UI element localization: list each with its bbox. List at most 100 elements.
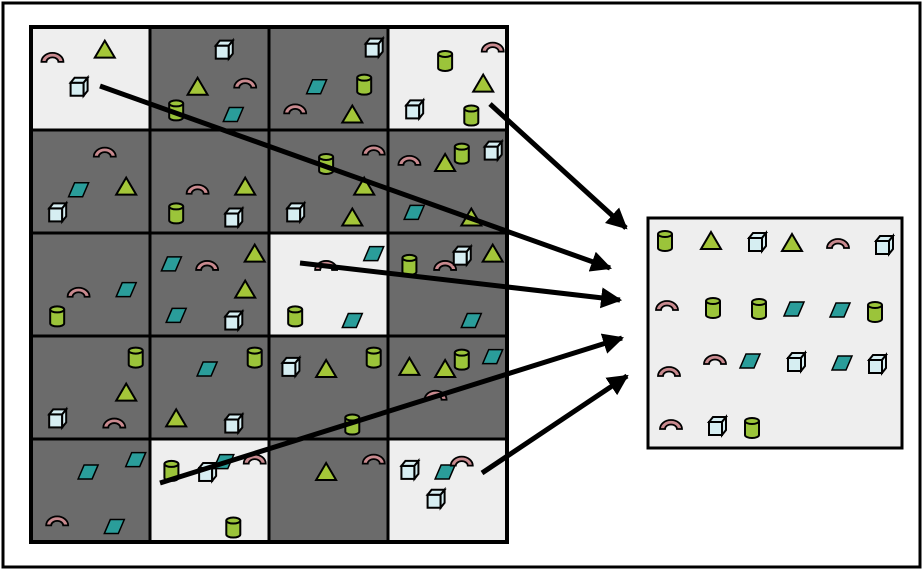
sample-box-background (646, 216, 904, 450)
cell-0-0 (29, 25, 152, 132)
cube-icon (47, 406, 69, 431)
cell-background (386, 437, 509, 544)
cube-icon (363, 35, 385, 60)
parallelogram-icon (738, 353, 762, 369)
cylinder-icon (453, 348, 470, 371)
cube-icon (223, 205, 245, 230)
cylinder-icon (168, 202, 185, 225)
parallelogram-icon (124, 451, 147, 468)
cube-icon (47, 200, 69, 225)
arch-icon (40, 52, 65, 63)
arch-icon (397, 155, 422, 166)
cylinder-icon (401, 253, 418, 276)
cell-1-3 (386, 128, 509, 235)
arrow-cell-2-2 (299, 260, 623, 309)
parallelogram-icon (76, 464, 100, 480)
triangle-icon (699, 230, 723, 250)
cell-1-1 (148, 128, 271, 235)
triangle-icon (314, 357, 338, 378)
cell-0-2 (267, 25, 390, 132)
cube-icon (785, 350, 808, 374)
triangle-icon (433, 357, 457, 378)
parallelogram-icon (305, 78, 328, 95)
cube-icon (404, 97, 426, 122)
arrow-cell-4-1 (159, 333, 625, 486)
arch-icon (283, 103, 308, 115)
triangle-icon (233, 175, 257, 196)
parallelogram-icon (362, 245, 385, 262)
cell-2-1 (148, 231, 271, 338)
parallelogram-icon (103, 518, 126, 535)
cell-2-2 (267, 231, 390, 338)
cube-icon (706, 414, 729, 438)
cylinder-icon (744, 417, 760, 439)
arch-icon (233, 77, 258, 89)
cube-icon (451, 243, 473, 268)
parallelogram-icon (460, 312, 483, 329)
cell-0-1 (148, 25, 271, 132)
triangle-icon (340, 103, 365, 124)
triangle-icon (433, 151, 457, 172)
parallelogram-icon (67, 181, 90, 198)
cell-background (29, 25, 152, 132)
triangle-icon (340, 206, 365, 227)
cell-0-3 (386, 25, 509, 132)
cube-icon (285, 200, 307, 225)
arch-icon (655, 300, 679, 311)
sample-box (646, 216, 904, 450)
parallelogram-icon (222, 106, 245, 123)
cube-icon (746, 230, 769, 254)
cylinder-icon (867, 301, 883, 323)
arrow-cell-4-3 (480, 373, 629, 476)
cell-4-2 (267, 437, 390, 544)
arch-icon (361, 144, 386, 156)
triangle-icon (471, 72, 495, 93)
cylinder-icon (246, 346, 263, 369)
cylinder-icon (437, 49, 454, 72)
cylinder-icon (365, 346, 382, 369)
cell-4-3 (386, 437, 509, 544)
cylinder-icon (49, 305, 66, 328)
cube-icon (866, 352, 889, 376)
triangle-icon (233, 278, 257, 299)
cell-3-0 (29, 334, 152, 441)
arch-icon (703, 354, 727, 365)
cube-icon (873, 233, 896, 257)
cell-3-3 (386, 334, 509, 441)
cell-1-0 (29, 128, 152, 235)
arch-icon (102, 417, 127, 429)
cylinder-icon (225, 516, 242, 539)
cylinder-icon (127, 346, 144, 369)
arch-icon (657, 366, 681, 377)
triangle-icon (780, 232, 804, 252)
cell-background (148, 128, 271, 235)
cube-icon (223, 308, 245, 333)
arch-icon (826, 238, 850, 249)
cylinder-icon (168, 99, 185, 122)
arch-icon (92, 146, 117, 158)
cube-icon (213, 37, 235, 62)
triangle-icon (114, 175, 138, 196)
triangle-icon (314, 460, 338, 481)
sampling-arrows (99, 83, 629, 486)
cylinder-icon (463, 104, 480, 127)
cylinder-icon (287, 305, 304, 328)
cell-3-2 (267, 334, 390, 441)
cylinder-icon (356, 73, 373, 96)
parallelogram-icon (782, 301, 806, 317)
arch-icon (449, 455, 474, 467)
triangle-icon (164, 407, 188, 428)
parallelogram-icon (481, 348, 504, 365)
cube-icon (68, 74, 90, 99)
arch-icon (659, 419, 683, 430)
triangle-icon (93, 38, 117, 59)
parallelogram-icon (160, 256, 183, 272)
arch-icon (361, 453, 386, 465)
triangle-icon (397, 355, 422, 376)
cylinder-icon (453, 142, 470, 165)
cube-icon (399, 458, 421, 482)
arrow-cell-0-0 (99, 83, 612, 272)
population-grid (29, 25, 509, 544)
parallelogram-icon (165, 307, 188, 324)
